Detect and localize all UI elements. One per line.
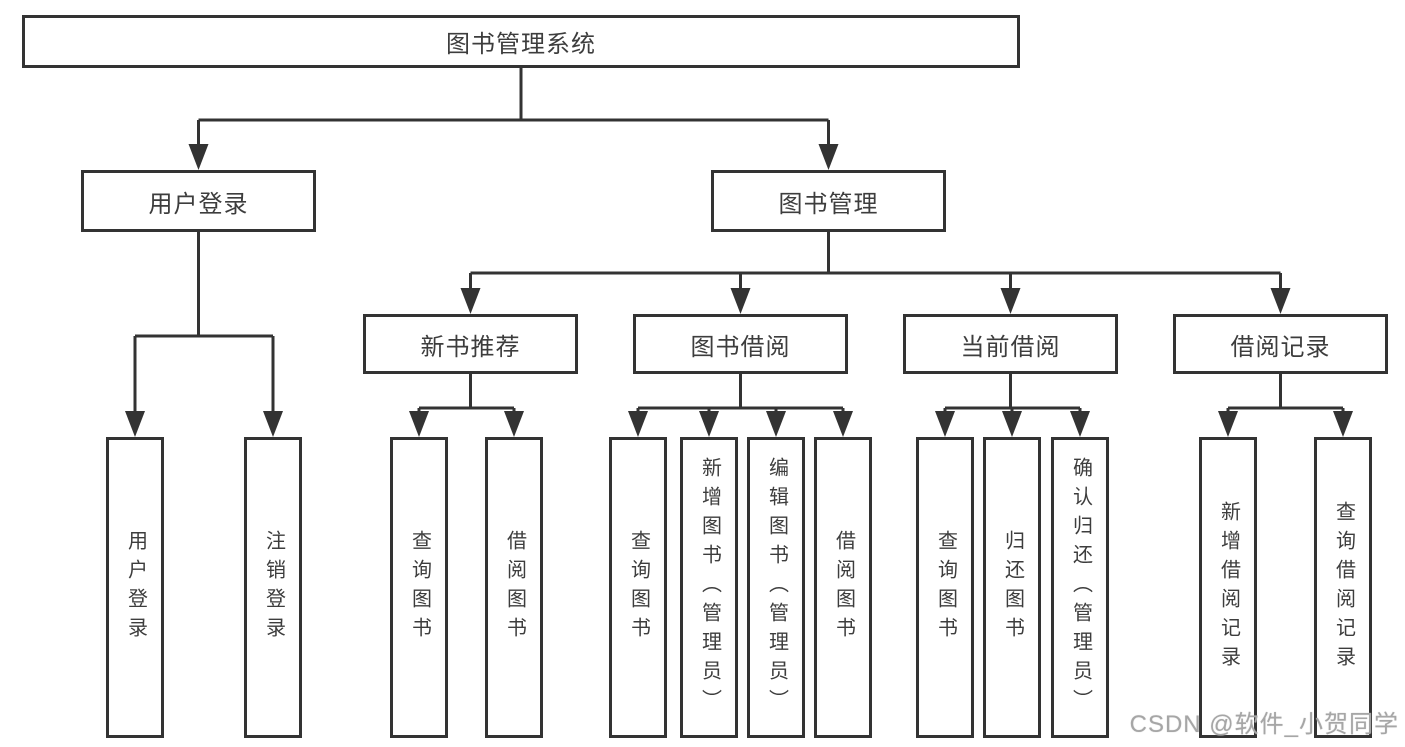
connector-book-management-to-level3 (460, 232, 1291, 314)
leaf-confirm-return-admin: 确认归还（管理员） (1051, 437, 1109, 738)
leaf-query-books-3: 查询图书 (916, 437, 974, 738)
leaf-query-borrow-record-label: 查询借阅记录 (1332, 500, 1355, 675)
leaf-query-books-1: 查询图书 (390, 437, 448, 738)
node-book-borrow: 图书借阅 (633, 314, 848, 374)
leaf-logout-label: 注销登录 (262, 529, 285, 646)
leaf-return-books-label: 归还图书 (1001, 529, 1024, 646)
leaf-query-borrow-record: 查询借阅记录 (1314, 437, 1372, 738)
leaf-borrow-books-2-label: 借阅图书 (832, 529, 855, 646)
leaf-query-books-3-label: 查询图书 (934, 529, 957, 646)
node-current-borrow: 当前借阅 (903, 314, 1118, 374)
leaf-return-books: 归还图书 (983, 437, 1041, 738)
leaf-query-books-1-label: 查询图书 (408, 529, 431, 646)
leaf-add-book-admin: 新增图书（管理员） (680, 437, 738, 738)
leaf-edit-book-admin: 编辑图书（管理员） (747, 437, 805, 738)
leaf-borrow-books-2: 借阅图书 (814, 437, 872, 738)
leaf-user-login: 用户登录 (106, 437, 164, 738)
leaf-edit-book-admin-label: 编辑图书（管理员） (765, 457, 788, 718)
node-new-book-recommend: 新书推荐 (363, 314, 578, 374)
leaf-add-borrow-record: 新增借阅记录 (1199, 437, 1257, 738)
leaf-query-books-2: 查询图书 (609, 437, 667, 738)
leaf-logout: 注销登录 (244, 437, 302, 738)
leaf-query-books-2-label: 查询图书 (627, 529, 650, 646)
leaf-borrow-books-1: 借阅图书 (485, 437, 543, 738)
leaf-borrow-books-1-label: 借阅图书 (503, 529, 526, 646)
node-user-login: 用户登录 (81, 170, 316, 232)
connector-book-borrow-to-leaves (628, 374, 853, 437)
leaf-user-login-label: 用户登录 (124, 529, 147, 646)
connector-root-to-level2 (188, 68, 839, 170)
connector-borrow-records-to-leaves (1218, 374, 1353, 437)
watermark: CSDN @软件_小贺同学 (1129, 711, 1399, 738)
node-borrow-records: 借阅记录 (1173, 314, 1388, 374)
leaf-add-borrow-record-label: 新增借阅记录 (1217, 500, 1240, 675)
connector-new-book-recommend-to-leaves (409, 374, 524, 437)
connector-user-login-to-leaves (125, 232, 283, 437)
leaf-add-book-admin-label: 新增图书（管理员） (698, 457, 721, 718)
node-root: 图书管理系统 (22, 15, 1020, 68)
leaf-confirm-return-admin-label: 确认归还（管理员） (1069, 457, 1092, 718)
node-book-management: 图书管理 (711, 170, 946, 232)
connector-current-borrow-to-leaves (935, 374, 1090, 437)
